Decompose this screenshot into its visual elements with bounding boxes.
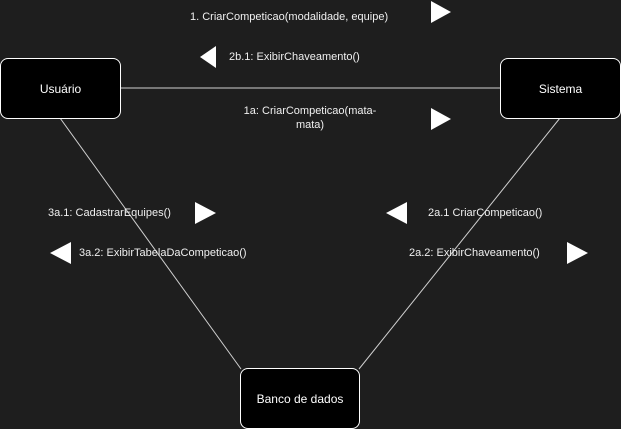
node-sistema-label: Sistema bbox=[538, 81, 583, 96]
arrow-right-icon bbox=[567, 242, 588, 264]
node-banco-label: Banco de dados bbox=[256, 391, 344, 406]
link-usuario-banco bbox=[59, 117, 242, 370]
message-3a2: 3a.2: ExibirTabelaDaCompeticao() bbox=[79, 247, 247, 259]
node-usuario[interactable]: Usuário bbox=[0, 58, 121, 119]
node-banco-de-dados[interactable]: Banco de dados bbox=[240, 368, 360, 429]
arrow-left-icon bbox=[386, 202, 407, 224]
message-1a: 1a: CriarCompeticao(mata-mata) bbox=[243, 105, 377, 131]
node-sistema[interactable]: Sistema bbox=[500, 58, 621, 119]
message-2b1: 2b.1: ExibirChaveamento() bbox=[229, 51, 360, 63]
message-1: 1. CriarCompeticao(modalidade, equipe) bbox=[190, 11, 389, 23]
message-2a1: 2a.1 CriarCompeticao() bbox=[428, 207, 543, 219]
arrow-right-icon bbox=[431, 108, 451, 130]
arrow-left-icon bbox=[200, 46, 216, 68]
link-sistema-banco bbox=[358, 117, 561, 370]
message-2a2: 2a.2: ExibirChaveamento() bbox=[409, 247, 540, 259]
arrow-left-icon bbox=[50, 242, 71, 264]
node-usuario-label: Usuário bbox=[39, 81, 82, 96]
arrow-right-icon bbox=[195, 202, 216, 224]
message-3a1: 3a.1: CadastrarEquipes() bbox=[48, 207, 171, 219]
arrow-right-icon bbox=[431, 1, 451, 23]
